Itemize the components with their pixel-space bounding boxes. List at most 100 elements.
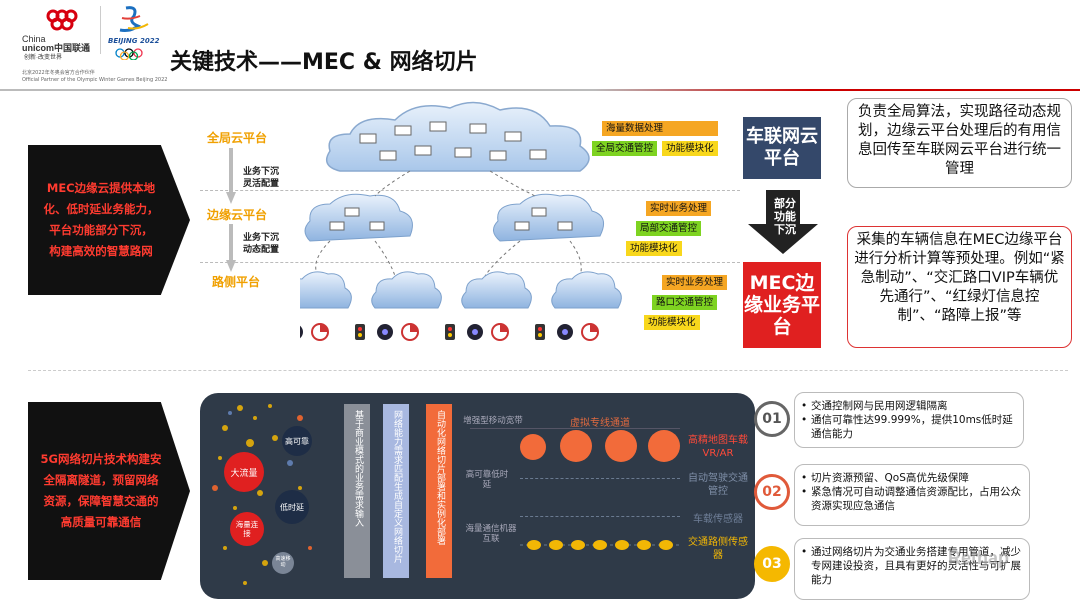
feature-01-item-2: 通信可靠性达99.999%，提供10ms低时延通信能力 xyxy=(801,413,1015,441)
column-auto-deploy: 自动化网络切片部署和实例化部署 xyxy=(426,404,452,578)
bubble-low-latency: 低时延 xyxy=(275,490,309,524)
bubble-massive-connection-shape xyxy=(230,512,264,546)
level-global-cloud: 全局云平台 xyxy=(207,131,268,145)
divider-edge-road xyxy=(200,262,740,263)
olympic-emblem-icon xyxy=(119,6,149,32)
tag-road-traffic: 路口交通管控 xyxy=(652,295,718,310)
slicing-summary-arrow: 5G网络切片技术构建安 全隔离隧道，预留网络 资源，保障智慧交通的 高质量可靠通… xyxy=(28,402,190,580)
edge-cloud-right xyxy=(493,193,605,242)
feature-number-02: 02 xyxy=(754,474,790,510)
level-roadside: 路侧平台 xyxy=(212,275,261,289)
mec-summary-line-2: 化、低时延业务能力， xyxy=(43,202,159,216)
row-target-vr: 高精地图车载VR/AR xyxy=(688,435,748,459)
edge-tags: 实时业务处理 局部交通管控 功能模块化 xyxy=(626,196,712,256)
tag-edge-traffic: 局部交通管控 xyxy=(636,221,702,236)
level-edge-cloud: 边缘云平台 xyxy=(207,208,268,222)
cloud-network-diagram xyxy=(300,101,622,341)
slicing-summary-line-4: 高质量可靠通信 xyxy=(60,515,142,529)
edge-cloud-left xyxy=(304,193,413,242)
roadside-clouds xyxy=(300,271,622,309)
row-target-vehicle-sensor: 车载传感器 xyxy=(693,514,743,525)
row-label-urllc: 高可靠低时延 xyxy=(465,470,509,490)
slice-bubble-3 xyxy=(605,430,637,462)
feature-01-item-1: 交通控制网与民用网逻辑隔离 xyxy=(801,399,1015,413)
row-label-embb: 增强型移动宽带 xyxy=(463,416,523,426)
sink-config-2-line-1: 业务下沉 xyxy=(243,233,280,243)
china-unicom-logo: China unicom中国联通 创新·改变世界 xyxy=(22,8,94,61)
bubble-high-speed: 高速移动 xyxy=(272,552,294,574)
bubble-high-reliability-shape xyxy=(282,426,312,456)
section-divider xyxy=(28,370,1068,371)
feature-card-03: 通过网络切片为交通业务搭建专用管道，减少专网建设投资，且具有更好的灵活性与可扩展… xyxy=(794,538,1030,600)
sink-config-1-line-1: 业务下沉 xyxy=(243,167,280,177)
sensor-line xyxy=(520,516,680,517)
bubble-high-throughput-label: 大流量 xyxy=(230,469,258,479)
logo-slogan: 创新·改变世界 xyxy=(24,55,62,61)
sink-config-2-line-2: 动态配置 xyxy=(243,245,280,255)
divider-global-edge xyxy=(200,190,740,191)
logo-unicom: unicom中国联通 xyxy=(22,43,91,53)
column-capability-match: 网络能力需求匹配生成自定义网络切片 xyxy=(383,404,409,578)
slicing-summary-line-3: 资源，保障智慧交通的 xyxy=(43,494,159,508)
bubble-low-latency-label: 低时延 xyxy=(280,503,304,512)
beijing-2022-emblem: BEIJING 2022 xyxy=(108,4,160,64)
tag-edge-realtime: 实时业务处理 xyxy=(646,201,712,216)
bubble-high-reliability-label: 高可靠 xyxy=(285,437,309,446)
bubble-high-throughput-shape xyxy=(224,452,264,492)
bubble-massive-connection-label: 海量连接 xyxy=(235,520,259,538)
feature-03-item-1: 通过网络切片为交通业务搭建专用管道，减少专网建设投资，且具有更好的灵活性与可扩展… xyxy=(801,545,1021,587)
road-tags: 实时业务处理 路口交通管控 功能模块化 xyxy=(644,270,728,330)
partner-caption-en: Official Partner of the Olympic Winter G… xyxy=(22,77,168,83)
slicing-summary-line-1: 5G网络切片技术构建安 xyxy=(40,452,162,466)
bubble-high-throughput: 大流量 xyxy=(224,452,264,492)
watermark: Rethap xyxy=(948,548,1010,568)
mec-summary-line-4: 构建高效的智慧路网 xyxy=(49,244,153,258)
mec-description: 采集的车辆信息在MEC边缘平台进行分析计算等预处理。例如“紧急制动”、“交汇路口… xyxy=(847,226,1072,348)
down-arrow-1-icon xyxy=(226,148,236,204)
bubble-high-reliability: 高可靠 xyxy=(282,426,312,456)
bubble-high-speed-shape xyxy=(272,552,294,574)
urllc-line xyxy=(520,478,680,479)
global-tags: 海量数据处理 全局交通管控 功能模块化 xyxy=(592,121,718,156)
down-arrow-label: 部分功能下沉 xyxy=(774,197,796,236)
feature-number-01: 01 xyxy=(754,401,790,437)
feature-number-03: 03 xyxy=(754,546,790,582)
partner-caption: 北京2022年冬奥会官方合作伙伴 Official Partner of the… xyxy=(22,70,172,84)
roadside-devices xyxy=(300,323,599,341)
sink-config-2: 业务下沉 动态配置 xyxy=(243,232,279,256)
page-title: 关键技术——MEC & 网络切片 xyxy=(170,50,478,75)
partner-caption-cn: 北京2022年冬奥会官方合作伙伴 xyxy=(22,70,95,76)
mec-platform-box: MEC边缘业务平台 xyxy=(743,262,821,348)
tag-massive-data: 海量数据处理 xyxy=(602,121,718,136)
beijing-2022-text: BEIJING 2022 xyxy=(108,37,160,45)
global-cloud xyxy=(325,101,590,172)
feature-card-02: 切片资源预留、QoS高优先级保障 紧急情况可自动调整通信资源配比，占用公众资源实… xyxy=(794,464,1030,526)
bubble-cluster xyxy=(212,404,312,585)
row-target-road-sensor: 交通路侧传感器 xyxy=(688,537,748,561)
mec-summary-arrow: MEC边缘云提供本地 化、低时延业务能力， 平台功能部分下沉， 构建高效的智慧路… xyxy=(28,145,190,295)
feature-card-01: 交通控制网与民用网逻辑隔离 通信可靠性达99.999%，提供10ms低时延通信能… xyxy=(794,392,1024,448)
vnet-platform-box: 车联网云平台 xyxy=(743,117,821,179)
slicing-summary-line-2: 全隔离隧道，预留网络 xyxy=(43,473,159,487)
bubble-high-speed-label: 高速移动 xyxy=(275,556,291,568)
channel-line xyxy=(470,428,680,429)
mec-summary-line-3: 平台功能部分下沉， xyxy=(49,223,153,237)
sink-config-1-line-2: 灵活配置 xyxy=(243,179,280,189)
row-target-autodrive: 自动驾驶交通管控 xyxy=(688,473,748,497)
olympic-rings-icon xyxy=(115,48,143,60)
slice-bubble-2 xyxy=(560,430,592,462)
mec-summary-line-1: MEC边缘云提供本地 xyxy=(46,181,156,195)
bubble-massive-connection: 海量连接 xyxy=(230,512,264,546)
row-label-mmtc: 海量通信机器互联 xyxy=(465,524,517,544)
down-arrow-2-icon xyxy=(226,224,236,272)
bubble-low-latency-shape xyxy=(275,490,309,524)
tag-global-modular: 功能模块化 xyxy=(662,141,718,156)
feature-02-item-1: 切片资源预留、QoS高优先级保障 xyxy=(801,471,1021,485)
slice-bubble-4 xyxy=(648,430,680,462)
mmtc-dots xyxy=(520,540,680,550)
tag-global-traffic: 全局交通管控 xyxy=(592,141,658,156)
down-big-arrow-icon xyxy=(748,190,818,254)
tag-road-modular: 功能模块化 xyxy=(644,315,700,330)
column-business-input: 基于商业模式的业务需求输入 xyxy=(344,404,370,578)
feature-02-item-2: 紧急情况可自动调整通信资源配比，占用公众资源实现应急通信 xyxy=(801,485,1021,513)
